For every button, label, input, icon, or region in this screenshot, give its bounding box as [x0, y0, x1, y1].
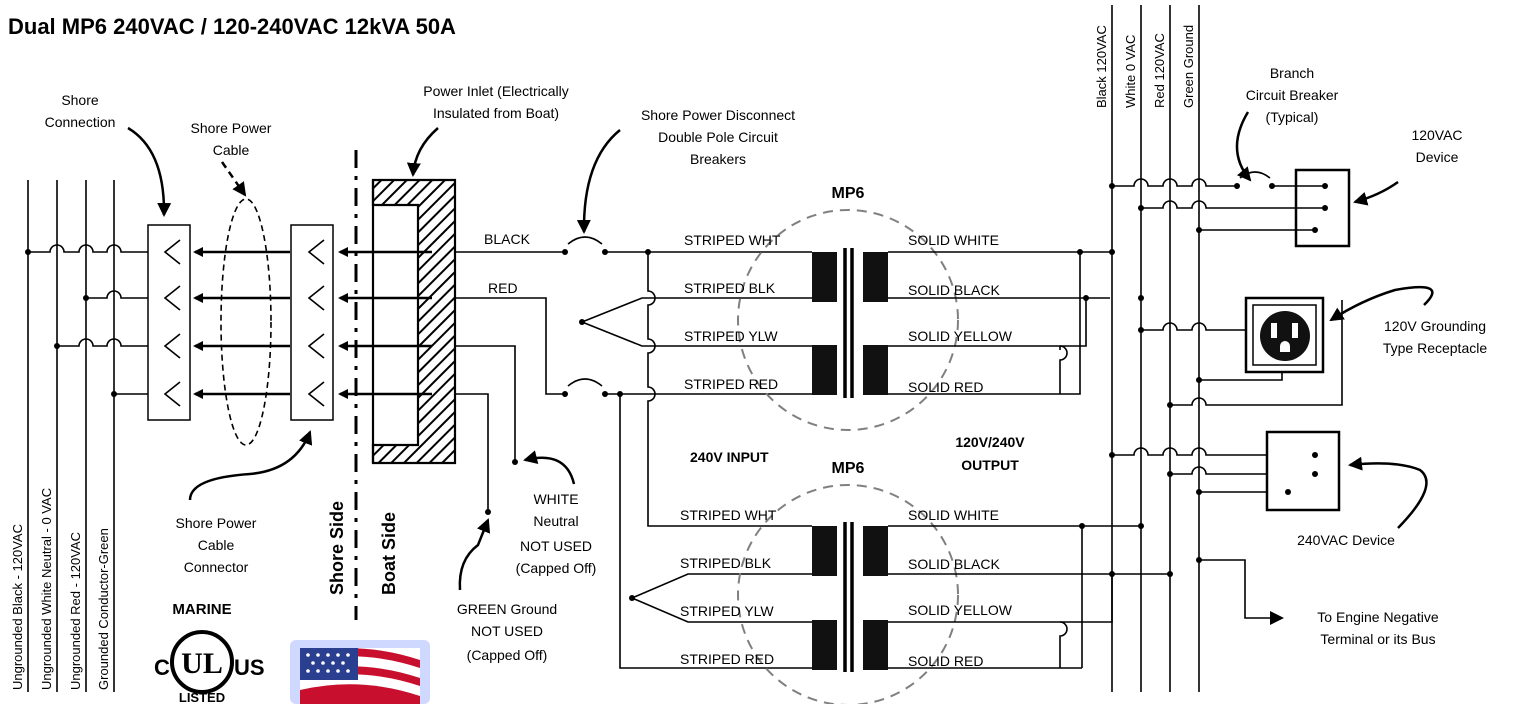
input-label: 240V INPUT: [690, 449, 769, 465]
wire-label-red: RED: [488, 280, 518, 296]
t2-secondary-white: SOLID WHITE: [908, 507, 999, 523]
shore-bus-label-green: Grounded Conductor-Green: [96, 528, 111, 690]
callout-disconnect-2: Double Pole Circuit: [658, 129, 778, 145]
boat-bus-label-black: Black 120VAC: [1094, 25, 1109, 108]
t1-primary-red: STRIPED RED: [684, 376, 778, 392]
svg-text:LISTED: LISTED: [179, 690, 225, 704]
transformer-1-name: MP6: [832, 185, 865, 202]
t1-secondary-white: SOLID WHITE: [908, 232, 999, 248]
callout-receptacle-1: 120V Grounding: [1384, 318, 1486, 334]
svg-text:MARINE: MARINE: [172, 601, 231, 618]
t2-primary-ylw: STRIPED YLW: [680, 603, 774, 619]
transformer-2: MP6 STRIPED WHT STRIPED BLK STRIPED YLW …: [680, 460, 1013, 704]
callout-shore-connection-2: Connection: [45, 114, 116, 130]
callout-arrows: [127, 111, 1434, 591]
t2-primary-wht: STRIPED WHT: [680, 507, 777, 523]
boat-side-label: Boat Side: [379, 512, 399, 595]
t1-primary-ylw: STRIPED YLW: [684, 328, 778, 344]
callout-connector-3: Connector: [184, 559, 249, 575]
boat-bus-label-red: Red 120VAC: [1152, 33, 1167, 108]
boat-bus-label-white: White 0 VAC: [1123, 35, 1138, 108]
callout-green-3: (Capped Off): [467, 647, 548, 663]
shore-side-label: Shore Side: [327, 501, 347, 595]
callout-engine-2: Terminal or its Bus: [1320, 631, 1435, 647]
shore-power-cable-ellipse: [220, 198, 272, 446]
callout-green-1: GREEN Ground: [457, 601, 557, 617]
boat-bus: Black 120VAC White 0 VAC Red 120VAC Gree…: [1094, 5, 1343, 692]
callout-white-4: (Capped Off): [516, 560, 597, 576]
page-title: Dual MP6 240VAC / 120-240VAC 12kVA 50A: [8, 14, 456, 39]
shore-bus: Ungrounded Black - 120VAC Ungrounded Whi…: [10, 180, 160, 692]
callout-connector-1: Shore Power: [176, 515, 257, 531]
callout-receptacle-2: Type Receptacle: [1383, 340, 1487, 356]
t2-secondary-red: SOLID RED: [908, 653, 983, 669]
callout-device120-1: 120VAC: [1411, 127, 1462, 143]
t2-secondary-black: SOLID BLACK: [908, 556, 1000, 572]
shore-connection-box: [147, 224, 290, 421]
boat-bus-label-green: Green Ground: [1181, 25, 1196, 108]
callout-white-2: Neutral: [533, 513, 578, 529]
power-inlet: [338, 178, 457, 465]
shore-bus-label-red: Ungrounded Red - 120VAC: [68, 532, 83, 690]
wire-label-black: BLACK: [484, 231, 531, 247]
device-120vac: [1294, 168, 1351, 248]
callout-connector-2: Cable: [198, 537, 235, 553]
us-flag-icon: [290, 640, 430, 704]
callout-white-1: WHITE: [533, 491, 578, 507]
transformer-1: MP6 STRIPED WHT STRIPED BLK STRIPED YLW …: [684, 185, 1013, 431]
callout-power-inlet-2: Insulated from Boat): [433, 105, 559, 121]
callout-branch-1: Branch: [1270, 65, 1314, 81]
svg-text:UL: UL: [181, 647, 223, 680]
callout-device120-2: Device: [1416, 149, 1459, 165]
callout-device240: 240VAC Device: [1297, 532, 1395, 548]
transformer-2-name: MP6: [832, 460, 865, 477]
callout-shore-power-cable-1: Shore Power: [191, 120, 272, 136]
callout-shore-connection-1: Shore: [61, 92, 99, 108]
grounding-receptacle: [1244, 296, 1325, 374]
svg-text:C: C: [154, 655, 170, 680]
callout-branch-2: Circuit Breaker: [1246, 87, 1339, 103]
t2-secondary-yellow: SOLID YELLOW: [908, 602, 1013, 618]
shore-bus-label-black: Ungrounded Black - 120VAC: [10, 524, 25, 690]
callout-green-2: NOT USED: [471, 623, 543, 639]
shore-bus-label-white: Ungrounded White Neutral - 0 VAC: [39, 488, 54, 690]
primary-wiring: [579, 249, 812, 669]
output-label-line2: OUTPUT: [961, 457, 1019, 473]
marine-ul-logo: MARINE UL C US LISTED: [154, 601, 265, 704]
callout-engine-1: To Engine Negative: [1317, 609, 1439, 625]
callout-branch-3: (Typical): [1266, 109, 1319, 125]
cable-connector-box: [290, 224, 334, 421]
callout-white-3: NOT USED: [520, 538, 592, 554]
t2-primary-red: STRIPED RED: [680, 651, 774, 667]
svg-text:US: US: [234, 655, 265, 680]
t1-primary-wht: STRIPED WHT: [684, 232, 781, 248]
callout-power-inlet-1: Power Inlet (Electrically: [423, 83, 569, 99]
t1-secondary-yellow: SOLID YELLOW: [908, 328, 1013, 344]
inlet-wiring: BLACK RED: [455, 231, 608, 515]
callout-disconnect-3: Breakers: [690, 151, 746, 167]
output-label-line1: 120V/240V: [955, 434, 1025, 450]
callout-labels: Shore Connection Shore Power Cable Power…: [45, 65, 1488, 663]
callout-shore-power-cable-2: Cable: [213, 142, 250, 158]
t1-secondary-red: SOLID RED: [908, 379, 983, 395]
device-240vac: [1265, 430, 1341, 512]
t1-primary-blk: STRIPED BLK: [684, 280, 776, 296]
t1-secondary-black: SOLID BLACK: [908, 282, 1000, 298]
t2-primary-blk: STRIPED BLK: [680, 555, 772, 571]
callout-disconnect-1: Shore Power Disconnect: [641, 107, 795, 123]
